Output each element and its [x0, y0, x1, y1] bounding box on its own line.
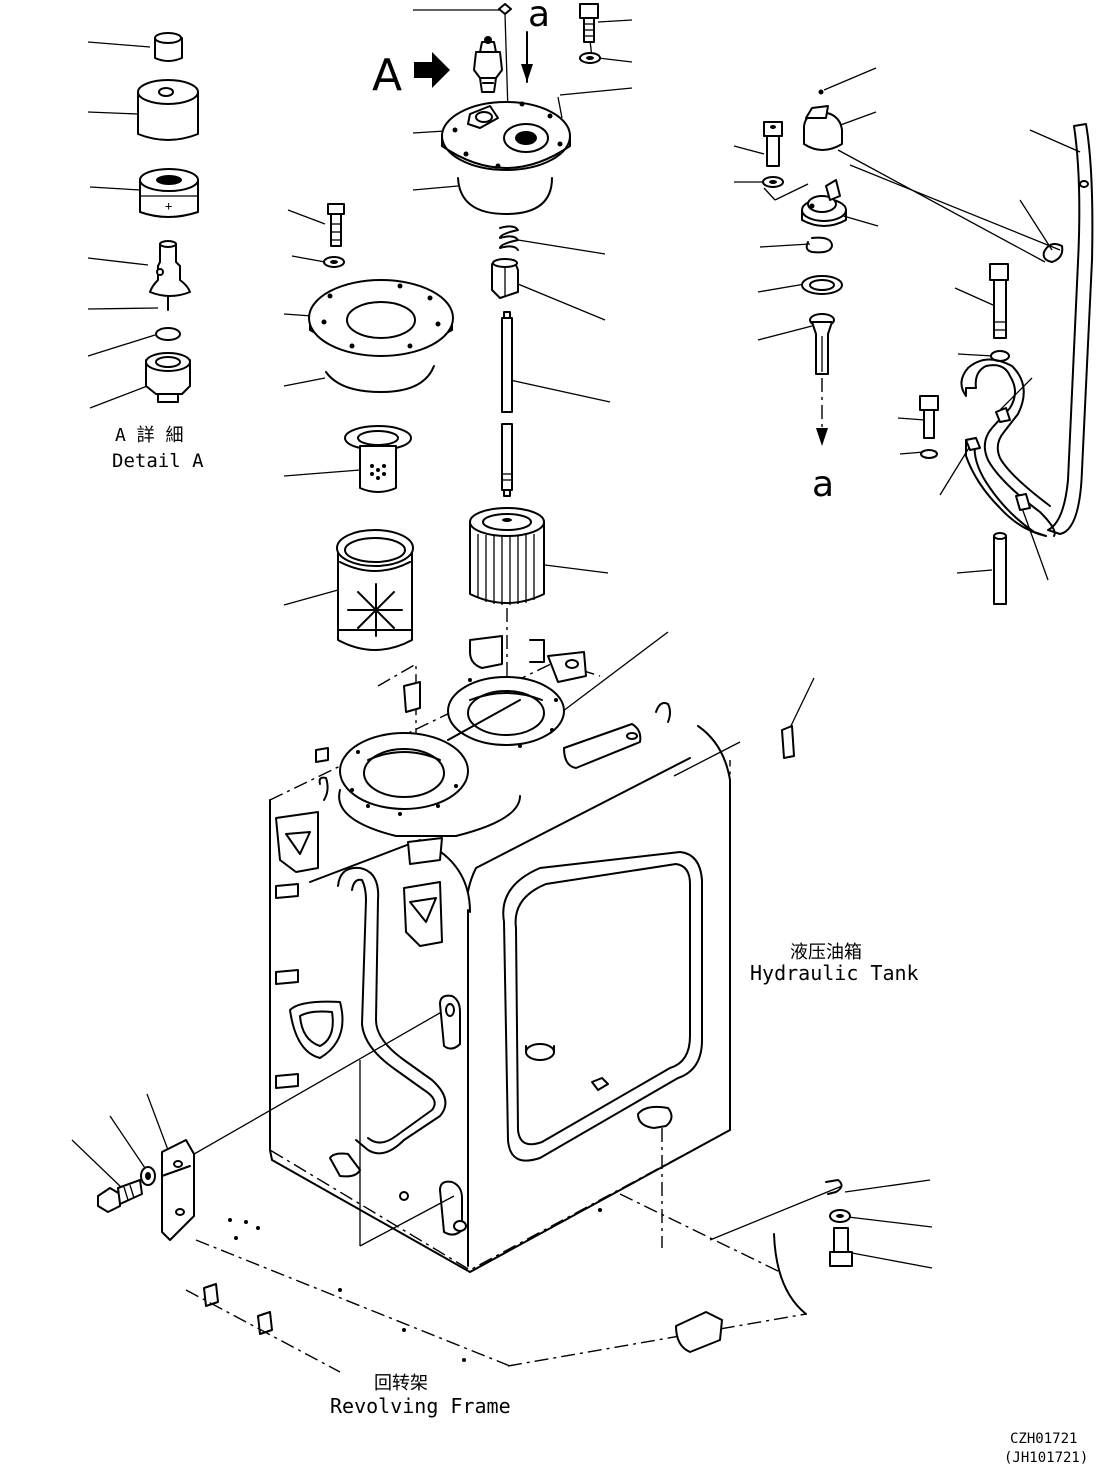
view-a-arrow-icon	[414, 52, 450, 88]
tank-label-en: Hydraulic Tank	[750, 961, 919, 985]
frame-label-cn: 回转架	[374, 1373, 428, 1394]
hydraulic-tank-body	[269, 635, 741, 1273]
detail-a-label-en: Detail A	[112, 450, 204, 472]
leader-lines	[71, 9, 1081, 1269]
filler-cap-and-hose	[762, 89, 1094, 605]
filter-element-set	[469, 225, 545, 690]
view-a-letter: A	[372, 50, 402, 101]
tank-label-cn: 液压油箱	[790, 942, 862, 963]
drawing-number: CZH01721	[1010, 1431, 1077, 1447]
detail-a-parts: +	[137, 32, 199, 403]
drawing-number-alt: (JH101721)	[1004, 1450, 1088, 1466]
ref-a-top: a	[528, 0, 550, 35]
breather-and-cover	[441, 3, 601, 215]
tank-mount-bracket	[97, 1139, 195, 1241]
ref-a-mid: a	[812, 464, 834, 505]
caution-label-plate	[781, 725, 795, 759]
frame-label-en: Revolving Frame	[330, 1394, 511, 1418]
revolving-frame	[185, 1179, 853, 1373]
detail-a-label-cn: A 詳 細	[115, 425, 184, 446]
suction-flange-set	[308, 203, 454, 736]
svg-text:+: +	[165, 199, 172, 213]
